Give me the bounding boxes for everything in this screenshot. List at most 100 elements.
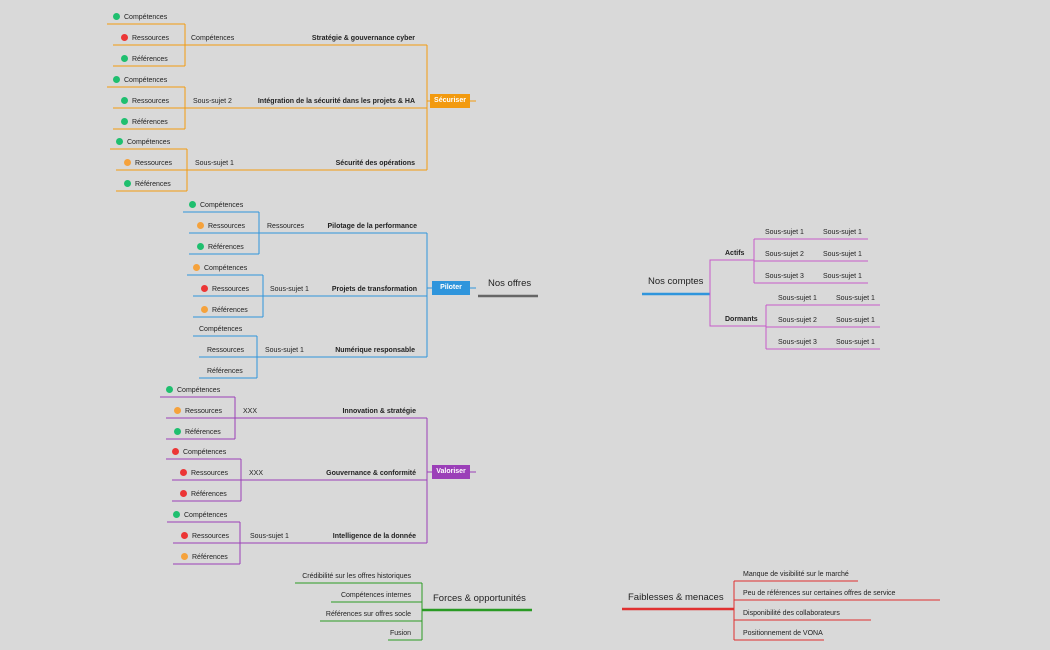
topic-node[interactable]: Numérique responsable — [335, 347, 415, 354]
status-item-comp[interactable]: Compétences — [113, 13, 167, 23]
status-dot-icon — [116, 138, 123, 145]
item-label: Ressources — [132, 35, 169, 42]
compte-item[interactable]: Sous-sujet 2 — [765, 251, 804, 258]
status-dot-icon — [197, 243, 204, 250]
status-dot-icon — [121, 97, 128, 104]
faiblesses-item[interactable]: Disponibilité des collaborateurs — [743, 610, 840, 617]
status-dot-icon — [197, 222, 204, 229]
forces-item[interactable]: Fusion — [389, 630, 411, 637]
status-item-res[interactable]: Ressources — [180, 469, 228, 479]
compte-item[interactable]: Sous-sujet 1 — [823, 229, 862, 236]
forces-item[interactable]: Compétences internes — [340, 592, 411, 599]
compte-item[interactable]: Sous-sujet 1 — [836, 295, 875, 302]
status-item-ref[interactable]: Références — [207, 367, 243, 377]
topic-node[interactable]: Intégration de la sécurité dans les proj… — [257, 98, 415, 105]
forces-item[interactable]: Crédibilité sur les offres historiques — [302, 573, 411, 580]
topic-node[interactable]: Projets de transformation — [331, 286, 417, 293]
subtopic-label[interactable]: Sous-sujet 1 — [195, 160, 234, 167]
item-label: Ressources — [208, 223, 245, 230]
subtopic-label[interactable]: Sous-sujet 1 — [270, 286, 309, 293]
status-item-res[interactable]: Ressources — [121, 97, 169, 107]
status-dot-icon — [181, 553, 188, 560]
item-label: Compétences — [124, 14, 168, 21]
forces-item[interactable]: Références sur offres socle — [325, 611, 411, 618]
item-label: Références — [207, 368, 243, 375]
status-item-comp[interactable]: Compétences — [116, 138, 170, 148]
status-dot-icon — [166, 386, 173, 393]
faiblesses-item[interactable]: Manque de visibilité sur le marché — [743, 571, 849, 578]
item-label: Références — [192, 554, 228, 561]
status-item-res[interactable]: Ressources — [124, 159, 172, 169]
topic-node[interactable]: Innovation & stratégie — [342, 408, 416, 415]
status-item-res[interactable]: Ressources — [181, 532, 229, 542]
status-item-res[interactable]: Ressources — [174, 407, 222, 417]
root-node-nos-offres[interactable]: Nos offres — [488, 278, 532, 289]
item-label: Ressources — [207, 347, 244, 354]
branch-node-piloter[interactable]: Piloter — [432, 281, 470, 295]
item-label: Compétences — [177, 387, 221, 394]
status-item-res[interactable]: Ressources — [197, 222, 245, 232]
item-label: Compétences — [184, 512, 228, 519]
topic-node[interactable]: Pilotage de la performance — [327, 223, 417, 230]
faiblesses-item[interactable]: Positionnement de VONA — [743, 630, 823, 637]
compte-item[interactable]: Sous-sujet 2 — [778, 317, 817, 324]
status-dot-icon — [124, 180, 131, 187]
subtopic-label[interactable]: Sous-sujet 1 — [265, 347, 304, 354]
status-item-res[interactable]: Ressources — [201, 285, 249, 295]
status-item-comp[interactable]: Compétences — [173, 511, 227, 521]
status-dot-icon — [113, 13, 120, 20]
status-item-ref[interactable]: Références — [197, 243, 244, 253]
status-item-comp[interactable]: Compétences — [199, 325, 242, 335]
item-label: Compétences — [124, 77, 168, 84]
compte-item[interactable]: Sous-sujet 3 — [765, 273, 804, 280]
topic-node[interactable]: Sécurité des opérations — [335, 160, 415, 167]
status-dot-icon — [121, 118, 128, 125]
item-label: Références — [208, 244, 244, 251]
item-label: Ressources — [212, 286, 249, 293]
compte-item[interactable]: Sous-sujet 1 — [836, 317, 875, 324]
compte-item[interactable]: Sous-sujet 3 — [778, 339, 817, 346]
status-item-comp[interactable]: Compétences — [193, 264, 247, 274]
status-item-ref[interactable]: Références — [180, 490, 227, 500]
subtopic-label[interactable]: XXX — [243, 408, 258, 415]
topic-node[interactable]: Intelligence de la donnée — [332, 533, 416, 540]
compte-item[interactable]: Sous-sujet 1 — [778, 295, 817, 302]
node-faiblesses-menaces[interactable]: Faiblesses & menaces — [628, 592, 724, 603]
status-item-ref[interactable]: Références — [181, 553, 228, 563]
compte-item[interactable]: Sous-sujet 1 — [765, 229, 804, 236]
status-item-ref[interactable]: Références — [174, 428, 221, 438]
item-label: Ressources — [132, 98, 169, 105]
group-node[interactable]: Dormants — [725, 316, 758, 323]
status-item-comp[interactable]: Compétences — [172, 448, 226, 458]
item-label: Ressources — [135, 160, 172, 167]
status-item-ref[interactable]: Références — [121, 118, 168, 128]
subtopic-label[interactable]: Compétences — [191, 35, 235, 42]
status-item-comp[interactable]: Compétences — [113, 76, 167, 86]
status-item-ref[interactable]: Références — [121, 55, 168, 65]
item-label: Compétences — [199, 326, 243, 333]
faiblesses-item[interactable]: Peu de références sur certaines offres d… — [743, 590, 896, 597]
status-item-res[interactable]: Ressources — [207, 346, 244, 356]
compte-item[interactable]: Sous-sujet 1 — [836, 339, 875, 346]
topic-node[interactable]: Stratégie & gouvernance cyber — [311, 35, 415, 42]
subtopic-label[interactable]: Ressources — [267, 223, 304, 230]
node-nos-comptes[interactable]: Nos comptes — [648, 276, 704, 287]
status-item-comp[interactable]: Compétences — [166, 386, 220, 396]
status-dot-icon — [201, 306, 208, 313]
subtopic-label[interactable]: XXX — [249, 470, 264, 477]
subtopic-label[interactable]: Sous-sujet 2 — [193, 98, 232, 105]
status-item-comp[interactable]: Compétences — [189, 201, 243, 211]
status-item-ref[interactable]: Références — [201, 306, 248, 316]
branch-node-valoriser[interactable]: Valoriser — [432, 465, 470, 479]
branch-node-sécuriser[interactable]: Sécuriser — [430, 94, 470, 108]
topic-node[interactable]: Gouvernance & conformité — [326, 470, 416, 477]
group-node[interactable]: Actifs — [725, 250, 745, 257]
node-forces-opportunites[interactable]: Forces & opportunités — [433, 593, 526, 604]
status-item-ref[interactable]: Références — [124, 180, 171, 190]
compte-item[interactable]: Sous-sujet 1 — [823, 273, 862, 280]
compte-item[interactable]: Sous-sujet 1 — [823, 251, 862, 258]
status-item-res[interactable]: Ressources — [121, 34, 169, 44]
status-dot-icon — [172, 448, 179, 455]
subtopic-label[interactable]: Sous-sujet 1 — [250, 533, 289, 540]
